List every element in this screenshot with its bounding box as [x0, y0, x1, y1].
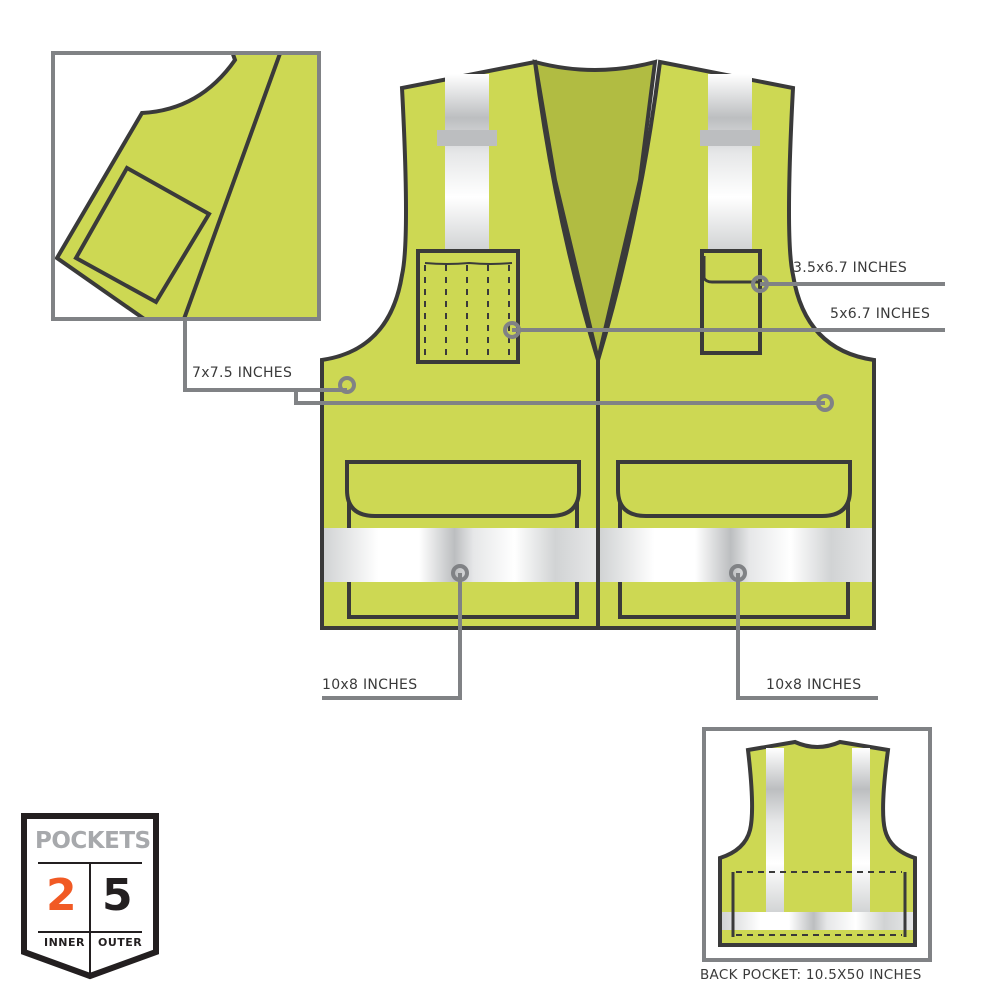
badge-title: POCKETS	[35, 828, 151, 854]
left-reflective-strap	[445, 74, 489, 250]
callout-label-5x6-7: 5x6.7 INCHES	[830, 306, 931, 322]
pockets-badge	[21, 813, 159, 980]
badge-outer-count: 5	[102, 870, 133, 921]
small-chest-pocket	[700, 249, 762, 355]
vest-front	[320, 59, 876, 630]
callout-lines	[183, 275, 945, 700]
badge-inner-count: 2	[46, 870, 77, 921]
back-pocket-inset	[702, 727, 932, 962]
right-reflective-strap	[708, 74, 752, 250]
badge-outer-label: OUTER	[98, 936, 143, 949]
badge-inner-label: INNER	[44, 936, 85, 949]
callout-label-lower-right: 10x8 INCHES	[766, 677, 862, 693]
inner-pocket-inset	[51, 51, 321, 321]
callout-label-lower-left: 10x8 INCHES	[322, 677, 418, 693]
callout-label-3-5x6-7: 3.5x6.7 INCHES	[793, 260, 908, 276]
callout-label-7x7-5: 7x7.5 INCHES	[192, 365, 293, 381]
callout-label-back-pocket: BACK POCKET: 10.5X50 INCHES	[700, 967, 922, 983]
